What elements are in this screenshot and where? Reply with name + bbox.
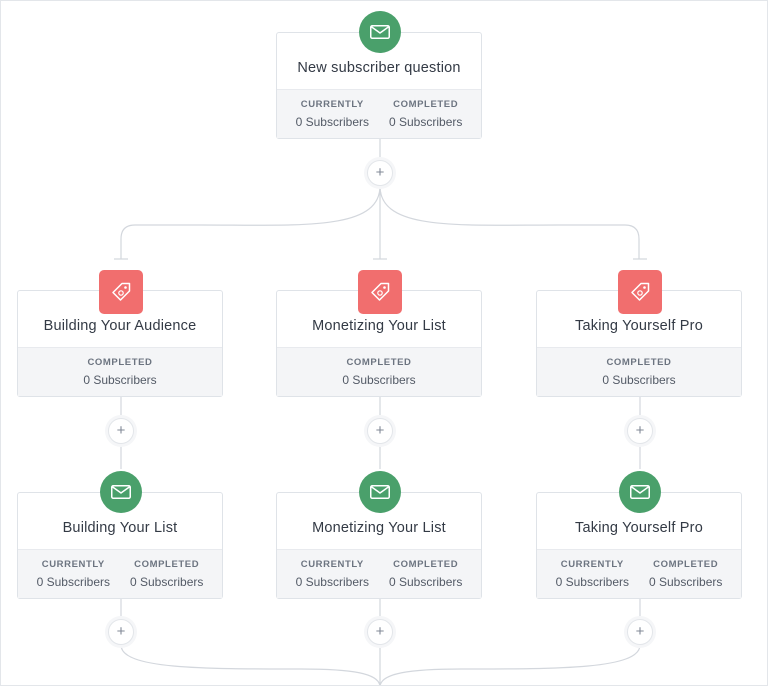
stat-label: COMPLETED: [134, 559, 200, 570]
stat-label: CURRENTLY: [41, 559, 105, 570]
stat-label: COMPLETED: [393, 99, 459, 110]
stat-value: 0 Subscribers: [389, 115, 463, 129]
envelope-icon: [100, 471, 142, 513]
stat-label: COMPLETED: [606, 357, 672, 368]
stat-label: CURRENTLY: [560, 559, 624, 570]
stat-label: COMPLETED: [346, 357, 412, 368]
add-step-button[interactable]: +: [367, 160, 393, 186]
envelope-icon: [359, 11, 401, 53]
stat-currently: CURRENTLY 0 Subscribers: [296, 99, 369, 129]
stat-currently: CURRENTLY 0 Subscribers: [37, 559, 110, 589]
stat-completed: COMPLETED 0 Subscribers: [389, 99, 462, 129]
stat-label: CURRENTLY: [300, 559, 364, 570]
tag-icon: [618, 270, 662, 314]
email-card-building-list[interactable]: Building Your List CURRENTLY 0 Subscribe…: [17, 471, 223, 599]
stat-completed: COMPLETED 0 Subscribers: [83, 357, 156, 387]
stat-value: 0 Subscribers: [83, 373, 157, 387]
card-title: Building Your Audience: [43, 318, 197, 334]
envelope-icon: [359, 471, 401, 513]
tag-icon: [358, 270, 402, 314]
tag-icon: [99, 270, 143, 314]
card-title: Monetizing Your List: [312, 318, 446, 334]
stat-value: 0 Subscribers: [36, 575, 110, 589]
add-step-button[interactable]: +: [108, 418, 134, 444]
stat-completed: COMPLETED 0 Subscribers: [130, 559, 203, 589]
card-title: Taking Yourself Pro: [575, 520, 703, 536]
stat-label: CURRENTLY: [300, 99, 364, 110]
stat-currently: CURRENTLY 0 Subscribers: [296, 559, 369, 589]
card-title: Building Your List: [62, 520, 178, 536]
stat-value: 0 Subscribers: [649, 575, 723, 589]
card-stats: COMPLETED 0 Subscribers: [277, 347, 481, 396]
card-title: Taking Yourself Pro: [575, 318, 703, 334]
stat-value: 0 Subscribers: [555, 575, 629, 589]
stat-value: 0 Subscribers: [342, 373, 416, 387]
add-step-button[interactable]: +: [627, 619, 653, 645]
stat-value: 0 Subscribers: [295, 575, 369, 589]
card-stats: CURRENTLY 0 Subscribers COMPLETED 0 Subs…: [277, 549, 481, 598]
stat-value: 0 Subscribers: [295, 115, 369, 129]
add-step-button[interactable]: +: [627, 418, 653, 444]
card-stats: CURRENTLY 0 Subscribers COMPLETED 0 Subs…: [277, 89, 481, 138]
stat-label: COMPLETED: [393, 559, 459, 570]
stat-completed: COMPLETED 0 Subscribers: [389, 559, 462, 589]
card-stats: COMPLETED 0 Subscribers: [18, 347, 222, 396]
card-stats: CURRENTLY 0 Subscribers COMPLETED 0 Subs…: [18, 549, 222, 598]
tag-card-taking-pro[interactable]: Taking Yourself Pro COMPLETED 0 Subscrib…: [536, 270, 742, 397]
add-step-button[interactable]: +: [108, 619, 134, 645]
tag-card-building-audience[interactable]: Building Your Audience COMPLETED 0 Subsc…: [17, 270, 223, 397]
email-card-monetizing-list[interactable]: Monetizing Your List CURRENTLY 0 Subscri…: [276, 471, 482, 599]
stat-value: 0 Subscribers: [130, 575, 204, 589]
add-step-button[interactable]: +: [367, 619, 393, 645]
email-card-taking-pro[interactable]: Taking Yourself Pro CURRENTLY 0 Subscrib…: [536, 471, 742, 599]
stat-currently: CURRENTLY 0 Subscribers: [556, 559, 629, 589]
card-title: Monetizing Your List: [312, 520, 446, 536]
card-stats: COMPLETED 0 Subscribers: [537, 347, 741, 396]
stat-completed: COMPLETED 0 Subscribers: [649, 559, 722, 589]
stat-completed: COMPLETED 0 Subscribers: [342, 357, 415, 387]
tag-card-monetizing-list[interactable]: Monetizing Your List COMPLETED 0 Subscri…: [276, 270, 482, 397]
envelope-icon: [619, 471, 661, 513]
email-card-root[interactable]: New subscriber question CURRENTLY 0 Subs…: [276, 11, 482, 139]
card-stats: CURRENTLY 0 Subscribers COMPLETED 0 Subs…: [537, 549, 741, 598]
stat-label: COMPLETED: [87, 357, 153, 368]
stat-value: 0 Subscribers: [602, 373, 676, 387]
stat-value: 0 Subscribers: [389, 575, 463, 589]
card-title: New subscriber question: [297, 60, 461, 76]
add-step-button[interactable]: +: [367, 418, 393, 444]
stat-label: COMPLETED: [653, 559, 719, 570]
stat-completed: COMPLETED 0 Subscribers: [602, 357, 675, 387]
